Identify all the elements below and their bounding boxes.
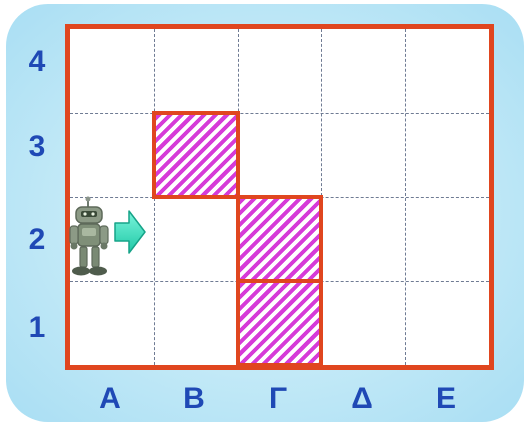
grid-line-horizontal (70, 113, 489, 114)
col-label-delta: Δ (332, 384, 392, 414)
col-label-a: A (80, 384, 140, 414)
row-label-4: 4 (22, 47, 52, 77)
row-label-2: 2 (22, 225, 52, 255)
row-label-1: 1 (22, 313, 52, 343)
col-label-e: E (416, 384, 476, 414)
blocked-cell (236, 279, 324, 367)
arrow-right-icon (113, 207, 147, 257)
blocked-cell (236, 195, 324, 283)
row-label-3: 3 (22, 132, 52, 162)
blocked-cell (152, 111, 240, 199)
col-label-gamma: Γ (248, 384, 308, 414)
robot-icon[interactable] (68, 196, 114, 278)
col-label-b: B (164, 384, 224, 414)
game-board (65, 24, 494, 370)
